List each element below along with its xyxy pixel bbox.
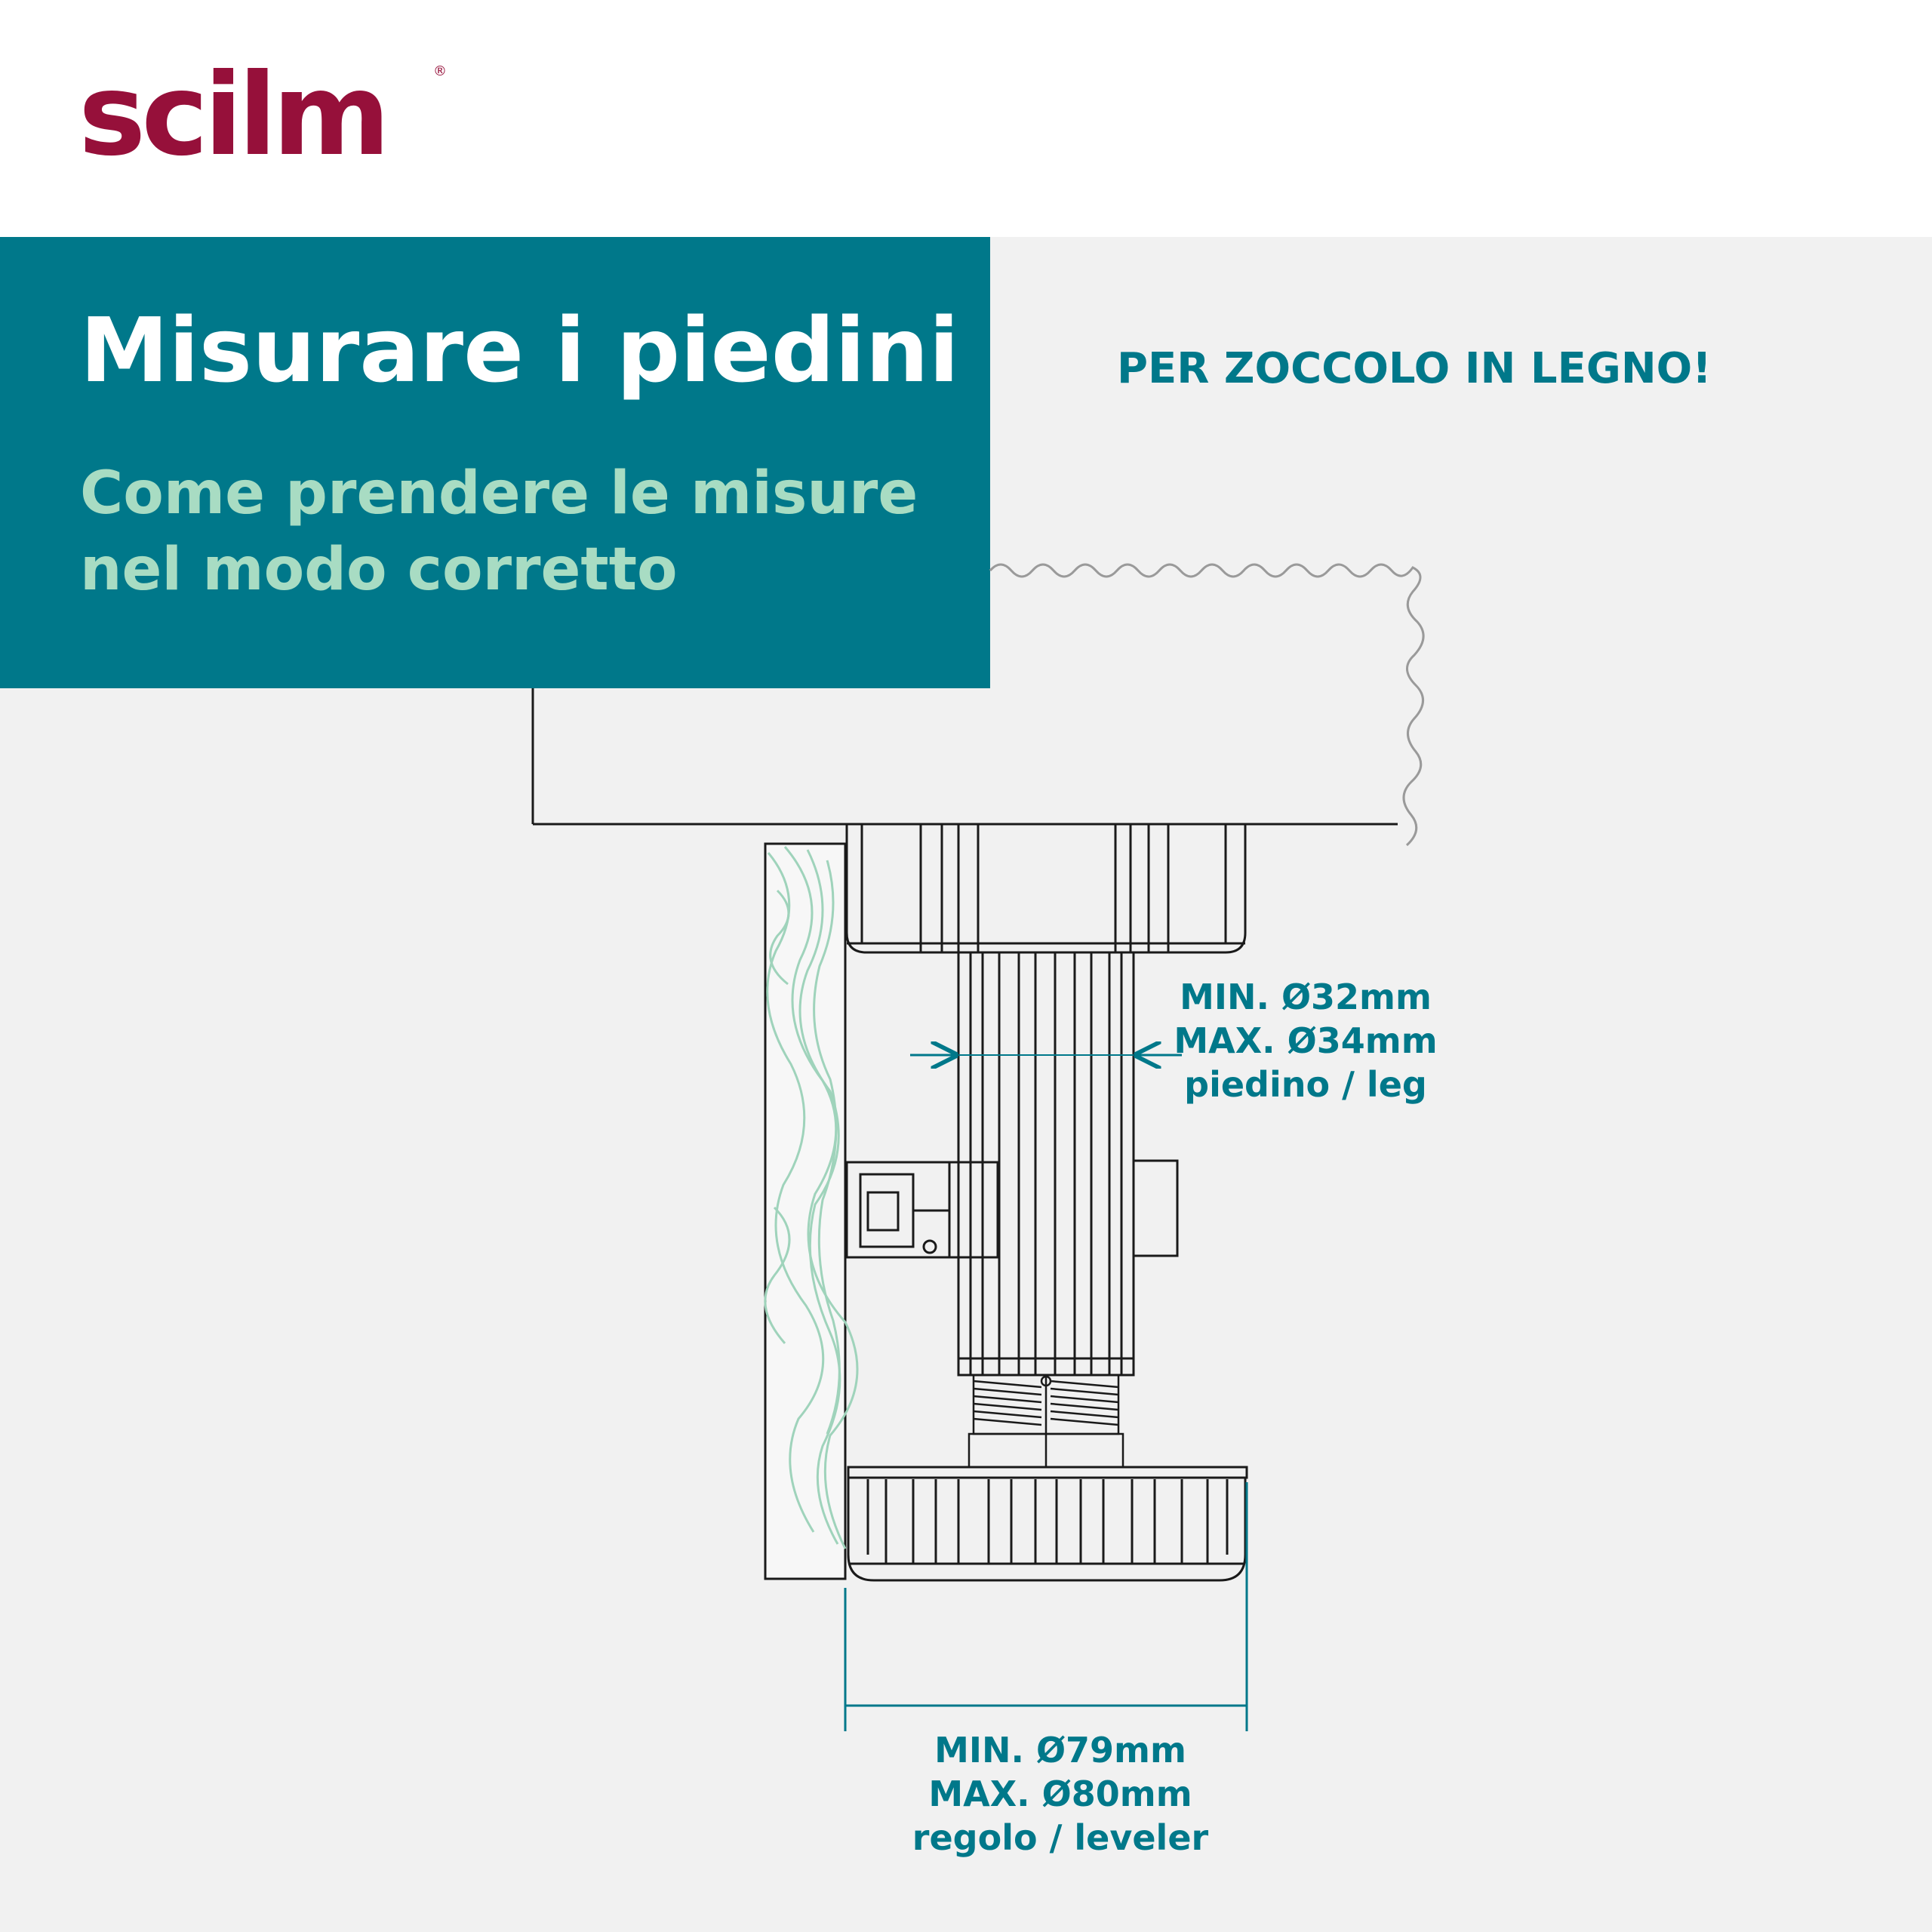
plinth-clip	[845, 1159, 1179, 1259]
leveler-diameter-label: MIN. Ø79mm MAX. Ø80mm regolo / leveler	[868, 1728, 1253, 1860]
threaded-spindle	[968, 1374, 1124, 1469]
registered-mark: ®	[433, 63, 447, 79]
leg-max: MAX. Ø34mm	[1174, 1020, 1438, 1061]
brand-logo: scilm ®	[78, 59, 447, 172]
subtitle-line-2: nel modo corretto	[80, 536, 678, 605]
cabinet-break-line	[989, 563, 1425, 847]
page-subtitle: Come prendere le misure nel modo corrett…	[80, 456, 918, 609]
brand-name: scilm	[78, 50, 390, 181]
title-panel: Misurare i piedini Come prendere le misu…	[0, 237, 990, 688]
leg-caption: piedino / leg	[1184, 1064, 1427, 1105]
leg-tube	[957, 951, 1135, 1377]
leveler-max: MAX. Ø80mm	[928, 1774, 1192, 1814]
leveler-caption: regolo / leveler	[912, 1817, 1209, 1858]
cabinet-base	[531, 688, 1398, 826]
top-bar	[0, 0, 1932, 237]
leveler-min: MIN. Ø79mm	[934, 1730, 1186, 1770]
subtitle-line-1: Come prendere le misure	[80, 460, 918, 528]
mounting-block	[845, 823, 1247, 954]
leg-diameter-label: MIN. Ø32mm MAX. Ø34mm piedino / leg	[1147, 975, 1464, 1106]
wood-plinth-note: PER ZOCCOLO IN LEGNO!	[1117, 344, 1712, 393]
wood-plinth	[764, 842, 859, 1580]
leveler-diameter-dimension	[844, 1482, 1248, 1731]
leveler-base	[847, 1466, 1248, 1582]
page-title: Misurare i piedini	[80, 298, 960, 402]
leg-min: MIN. Ø32mm	[1180, 977, 1432, 1017]
